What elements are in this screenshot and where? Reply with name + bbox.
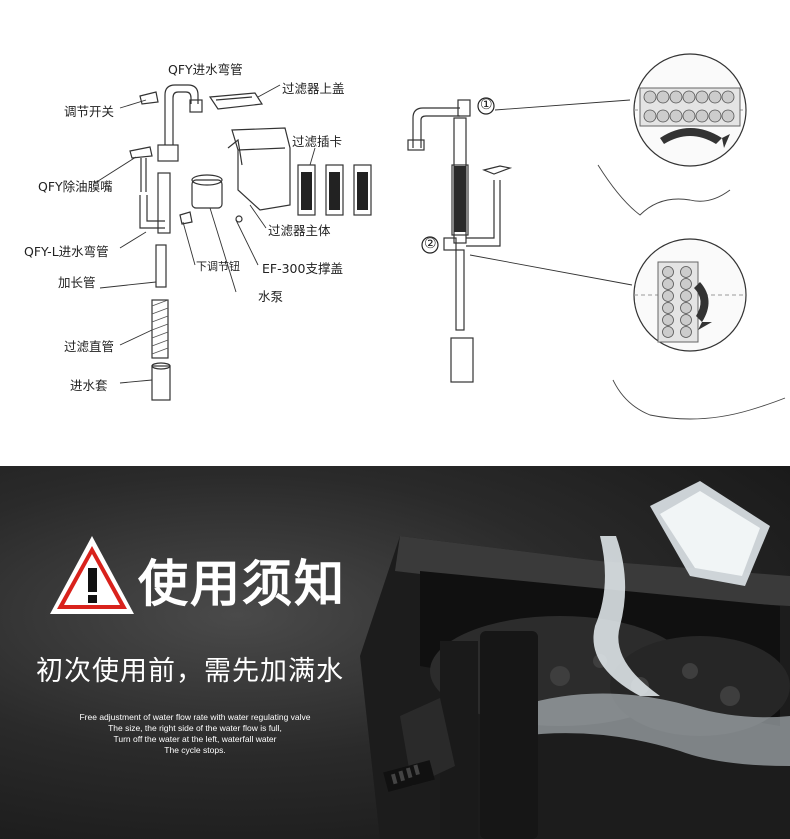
- label-inlet-sleeve: 进水套: [70, 378, 108, 393]
- exploded-parts-diagram: QFY进水弯管 调节开关 过滤器上盖 过滤插卡 QFY除油膜嘴 过滤器主体 QF…: [24, 53, 786, 420]
- marker-2: ②: [424, 236, 437, 252]
- cartridge-1: [297, 164, 316, 216]
- notice-subtitle: 初次使用前，需先加满水: [36, 656, 344, 687]
- usage-notice-banner: 使用须知 初次使用前，需先加满水 Free adjustment of wate…: [0, 466, 790, 839]
- flow-arrow-2-icon: [694, 282, 709, 322]
- inlet-elbow-shape: [164, 84, 199, 145]
- label-water-pump: 水泵: [258, 289, 284, 304]
- switch-shape: [139, 91, 159, 105]
- filter-body-shape: [231, 127, 291, 211]
- label-regulator-switch: 调节开关: [64, 104, 115, 119]
- warning-triangle-icon: [50, 536, 134, 614]
- detail-circle-1: [633, 53, 747, 167]
- english-instructions: Free adjustment of water flow rate with …: [40, 712, 350, 756]
- label-extension-pipe: 加长管: [58, 275, 96, 290]
- nozzle-shape: [129, 146, 153, 159]
- english-line: Free adjustment of water flow rate with …: [79, 712, 311, 722]
- cartridge-2: [325, 164, 344, 216]
- lower-knob-shape: [179, 211, 193, 225]
- support-cover-shape: [235, 215, 243, 223]
- pump-shape: [191, 179, 223, 209]
- marker-2-circle: [421, 236, 439, 254]
- label-filter-top-cover: 过滤器上盖: [282, 81, 345, 96]
- extension-pipe-shape: [155, 244, 167, 288]
- top-cover-shape: [208, 92, 264, 110]
- notice-title: 使用须知: [138, 555, 346, 613]
- english-line: The cycle stops.: [164, 745, 226, 755]
- l-elbow-shape: [139, 195, 165, 229]
- marker-1: ①: [480, 97, 493, 113]
- label-l-inlet-elbow: QFY-L进水弯管: [24, 244, 109, 259]
- inlet-sleeve-shape: [151, 365, 171, 401]
- label-filter-straight-pipe: 过滤直管: [64, 339, 115, 354]
- english-line: Turn off the water at the left, waterfal…: [113, 734, 277, 744]
- straight-pipe-shape: [151, 299, 169, 359]
- product-photo-illustration: [50, 481, 790, 839]
- label-lower-knob: 下调节钮: [196, 260, 240, 273]
- label-filter-cartridge: 过滤插卡: [292, 134, 343, 149]
- detail-circle-2: [633, 238, 747, 352]
- diagram-drawing: [94, 53, 786, 420]
- label-support-cover: EF-300支撑盖: [262, 261, 343, 276]
- label-inlet-elbow: QFY进水弯管: [168, 62, 243, 77]
- cartridge-3: [353, 164, 372, 216]
- marker-1-circle: [477, 97, 495, 115]
- label-oil-film-nozzle: QFY除油膜嘴: [38, 179, 113, 194]
- english-line: The size, the right side of the water fl…: [108, 723, 282, 733]
- label-filter-body: 过滤器主体: [268, 223, 331, 238]
- flow-arrow-1-icon: [660, 128, 722, 144]
